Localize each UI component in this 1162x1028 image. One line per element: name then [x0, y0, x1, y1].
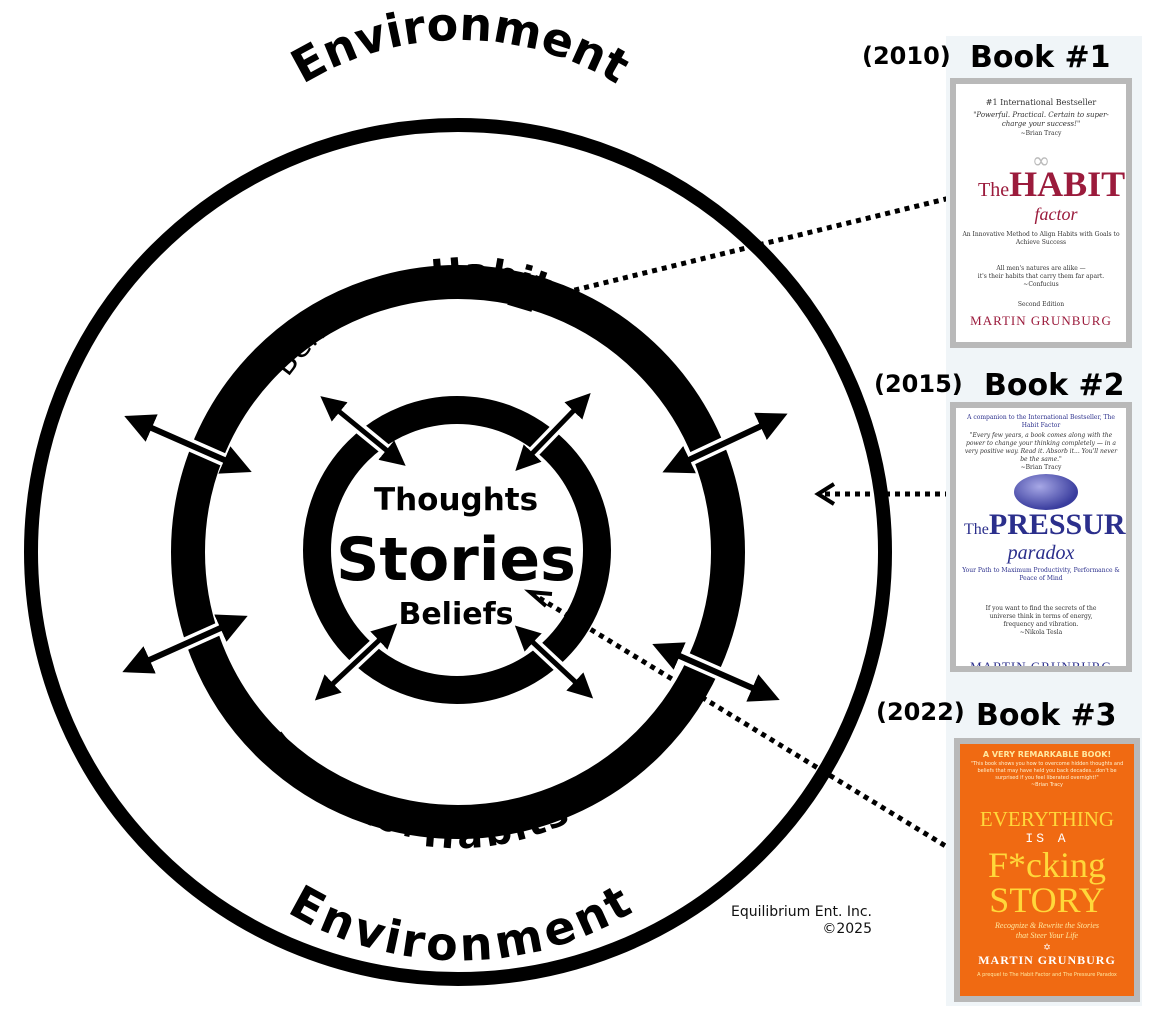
book3-subtitle: Recognize & Rewrite the Stories that Ste… [995, 921, 1099, 940]
double-arrow-icon [652, 642, 780, 702]
book3-footer: A prequel to The Habit Factor and The Pr… [977, 972, 1117, 978]
double-arrow-icon [320, 396, 406, 466]
double-arrow-icon [662, 412, 788, 474]
outer-arrows [122, 412, 788, 702]
core-stories: Stories [336, 525, 576, 595]
book2-quote2: If you want to find the secrets of the u… [985, 605, 1097, 628]
book1-cover[interactable]: #1 International Bestseller "Powerful. P… [950, 78, 1132, 348]
book1-pointer-arrow [517, 193, 959, 307]
book3-cover[interactable]: A VERY REMARKABLE BOOK! "This book shows… [954, 738, 1140, 1002]
book3-title-4: STORY [989, 880, 1105, 920]
double-arrow-icon [124, 414, 252, 474]
book1-title: TheHABIT [956, 166, 1126, 205]
book1-title-the: The [978, 179, 1010, 201]
book1-quote2b: it's their habits that carry them far ap… [977, 273, 1105, 280]
book3-quote: "This book shows you how to overcome hid… [970, 761, 1124, 781]
book3-title-1: EVERYTHING [979, 807, 1115, 831]
inner-arrows [314, 393, 594, 701]
book1-label: Book #1 [970, 40, 1111, 75]
book3-label: Book #3 [976, 698, 1117, 733]
book2-title-the: The [964, 521, 989, 538]
feelings-outer-top: Feelings/Emotions [390, 181, 530, 208]
book3-banner: A VERY REMARKABLE BOOK! [982, 750, 1112, 759]
book3-year: (2022) [876, 698, 965, 726]
book3-title-2: IS A [1025, 831, 1069, 846]
book3-pointer-arrow [534, 593, 964, 859]
book1-quote: "Powerful. Practical. Certain to super-c… [973, 111, 1109, 128]
book1-subtitle: An Innovative Method to Align Habits wit… [962, 231, 1120, 246]
book3-title-3: F*cking [987, 845, 1106, 885]
book2-title: ThePRESSURE [956, 510, 1126, 543]
book2-subtitle: Your Path to Maximum Productivity, Perfo… [962, 567, 1120, 582]
book1-quote2-by: ~Confucius [1023, 281, 1059, 288]
book1-author: MARTIN GRUNBURG [970, 313, 1112, 328]
book2-year: (2015) [874, 370, 963, 398]
book1-bestseller: #1 International Bestseller [985, 98, 1097, 107]
book2-quote2-by: ~Nikola Tesla [1019, 629, 1063, 636]
prism-icon [956, 472, 1126, 512]
book1-edition: Second Edition [1017, 301, 1065, 308]
book-pointers [506, 193, 964, 859]
book1-title-main: HABIT [1009, 164, 1126, 204]
book1-title-sub: factor [1034, 204, 1078, 224]
book2-companion: A companion to the International Bestsel… [967, 414, 1115, 429]
double-arrow-icon [514, 625, 594, 699]
copyright-year: ©2025 [822, 921, 872, 937]
ring-bottom-text: Behaviors.Habits.Skills [256, 726, 659, 858]
copyright-company: Equilibrium Ent. Inc. [730, 904, 872, 920]
book2-quote: "Every few years, a book comes along wit… [964, 432, 1118, 463]
environment-label-top: Environment [282, 0, 638, 94]
book1-year: (2010) [862, 42, 951, 70]
book2-label: Book #2 [984, 368, 1125, 403]
environment-circle [24, 118, 892, 986]
book1-quote-by: ~Brian Tracy [1020, 130, 1062, 137]
book1-quote2a: All men's natures are alike — [996, 265, 1086, 272]
book2-author: MARTIN GRUNBURG [970, 659, 1112, 672]
book2-title-sub: paradox [1007, 542, 1075, 564]
ring-top-habits: Habits [429, 250, 581, 319]
core-thoughts: Thoughts [374, 482, 538, 518]
feelings-inner-ring [303, 396, 611, 704]
ring-bottom-habits: Habits [422, 789, 575, 857]
book3-quote-by: ~Brian Tracy [1030, 782, 1064, 788]
star-icon: ✡ [1043, 943, 1051, 953]
infinity-icon: ∞ [1031, 149, 1051, 174]
double-arrow-icon [515, 393, 591, 471]
book3-author: MARTIN GRUNBURG [978, 953, 1116, 967]
book2-quote-by: ~Brian Tracy [1020, 464, 1062, 471]
feelings-outer-ring [171, 265, 745, 839]
double-arrow-icon [314, 623, 398, 701]
core-beliefs: Beliefs [398, 597, 513, 632]
book2-title-main: PRESSURE [988, 508, 1132, 541]
ring-top-text: Behaviors.Habits.Skills [266, 250, 663, 383]
copyright: Equilibrium Ent. Inc. ©2025 [700, 904, 872, 938]
book2-cover[interactable]: A companion to the International Bestsel… [950, 402, 1132, 672]
double-arrow-icon [122, 614, 248, 674]
